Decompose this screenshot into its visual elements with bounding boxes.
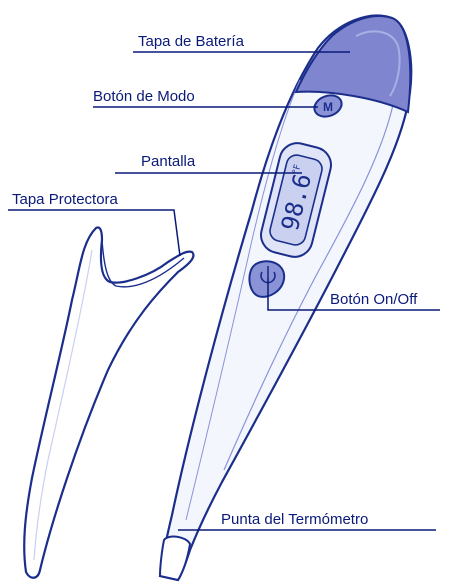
label-on-off-button: Botón On/Off [330, 291, 418, 308]
thermometer-tip [158, 535, 192, 582]
thermometer-side-highlight [185, 79, 301, 521]
label-battery-cover: Tapa de Batería [138, 33, 245, 50]
protective-cap [23, 226, 195, 579]
leader-lines [8, 51, 440, 531]
on-off-button[interactable] [248, 260, 286, 298]
label-display: Pantalla [141, 153, 196, 170]
display-unit: °F [291, 164, 303, 176]
display-screen: 98.6 °F [260, 142, 332, 258]
label-protective-cap: Tapa Protectora [12, 191, 119, 208]
mode-button[interactable] [311, 92, 344, 120]
protective-cap-inner-edge [101, 239, 185, 288]
leader-on-off [267, 278, 440, 311]
protective-cap-outline [23, 226, 195, 579]
battery-cover-shine [355, 30, 401, 97]
label-mode-button: Botón de Modo [93, 88, 195, 105]
protective-cap-highlight [33, 249, 93, 561]
label-tip: Punta del Termómetro [221, 511, 368, 528]
battery-cover [294, 15, 412, 114]
display-lcd [269, 154, 323, 246]
thermometer-body: M 98.6 °F [158, 14, 413, 582]
leader-protective-cap [8, 209, 181, 257]
mode-button-glyph: M [323, 100, 333, 114]
